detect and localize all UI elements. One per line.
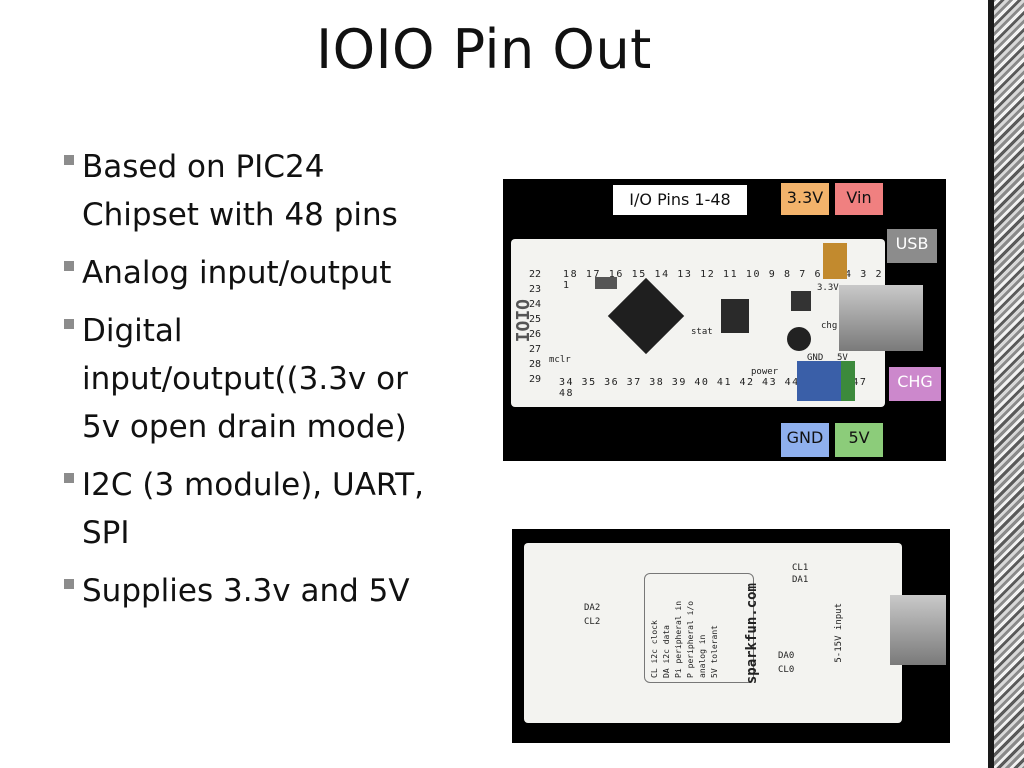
cl1-label: CL1 xyxy=(792,563,809,573)
v5-silk-label: 5V xyxy=(837,353,848,363)
bullet-line: I2C (3 module), UART, xyxy=(82,467,424,503)
bullet-item: I2C (3 module), UART, SPI xyxy=(62,461,452,557)
gnd-callout: GND xyxy=(781,423,829,457)
bullet-line: input/output((3.3v or xyxy=(82,361,408,397)
chg-callout: CHG xyxy=(889,367,941,401)
left-pin-numbers: 22 23 24 25 26 27 28 29 xyxy=(529,269,542,385)
bullet-line: Chipset with 48 pins xyxy=(82,197,398,233)
gnd-header xyxy=(797,361,841,401)
sparkfun-brand: sparkfun.com xyxy=(744,583,760,685)
da0-label: DA0 xyxy=(778,651,795,661)
bullet-square-icon xyxy=(64,473,74,483)
regulator xyxy=(721,299,749,333)
slide-edge-strip xyxy=(988,0,1024,768)
input-label: 5-15V input xyxy=(834,603,844,663)
bullet-square-icon xyxy=(64,155,74,165)
cl0-label: CL0 xyxy=(778,665,795,675)
power-label: power xyxy=(751,367,779,377)
v5-header xyxy=(841,361,855,401)
bullet-item: Analog input/output xyxy=(62,249,452,297)
pcb-board-bottom: CL i2c clock DA i2c data Pi peripheral i… xyxy=(524,543,902,723)
io-pins-callout: I/O Pins 1-48 xyxy=(613,185,747,215)
bottom-pin-numbers: 34 35 36 37 38 39 40 41 42 43 44 45 46 4… xyxy=(559,377,868,399)
slide-title: IOIO Pin Out xyxy=(316,18,652,81)
legend-box: CL i2c clock DA i2c data Pi peripheral i… xyxy=(644,573,754,683)
v5-callout: 5V xyxy=(835,423,883,457)
gnd-silk-label: GND xyxy=(807,353,824,363)
smd-chip xyxy=(791,291,811,311)
ioio-logo-text: IOIO xyxy=(513,299,534,343)
crystal xyxy=(595,277,617,289)
stat-label: stat xyxy=(691,327,713,337)
bullet-item: Digital input/output((3.3v or 5v open dr… xyxy=(62,307,452,451)
bullet-line: Analog input/output xyxy=(82,255,392,291)
bullet-line: SPI xyxy=(82,515,130,551)
bullet-item: Supplies 3.3v and 5V xyxy=(62,567,452,615)
bullet-item: Based on PIC24 Chipset with 48 pins xyxy=(62,143,452,239)
v33-callout: 3.3V xyxy=(781,183,829,215)
bullet-square-icon xyxy=(64,319,74,329)
da2-label: DA2 xyxy=(584,603,601,613)
v33-silk-label: 3.3V xyxy=(817,283,839,293)
bullet-line: 5v open drain mode) xyxy=(82,409,407,445)
top-pin-numbers: 18 17 16 15 14 13 12 11 10 9 8 7 6 5 4 3… xyxy=(563,269,884,291)
chg-silk-label: chg xyxy=(821,321,838,331)
bullet-line: Based on PIC24 xyxy=(82,149,325,185)
ioio-board-top-photo: 18 17 16 15 14 13 12 11 10 9 8 7 6 5 4 3… xyxy=(503,179,946,461)
v33-vin-header xyxy=(823,243,847,279)
bullet-list: Based on PIC24 Chipset with 48 pins Anal… xyxy=(62,143,452,625)
cl2-label: CL2 xyxy=(584,617,601,627)
usb-connector-bottom xyxy=(890,595,946,665)
bullet-square-icon xyxy=(64,579,74,589)
usb-connector xyxy=(839,285,923,351)
bullet-line: Digital xyxy=(82,313,183,349)
ioio-board-bottom-photo: CL i2c clock DA i2c data Pi peripheral i… xyxy=(512,529,950,743)
pcb-board: 18 17 16 15 14 13 12 11 10 9 8 7 6 5 4 3… xyxy=(511,239,885,407)
usb-callout: USB xyxy=(887,229,937,263)
inductor xyxy=(787,327,811,351)
vin-callout: Vin xyxy=(835,183,883,215)
bullet-line: Supplies 3.3v and 5V xyxy=(82,573,410,609)
mclr-label: mclr xyxy=(549,355,571,365)
da1-label: DA1 xyxy=(792,575,809,585)
bullet-square-icon xyxy=(64,261,74,271)
